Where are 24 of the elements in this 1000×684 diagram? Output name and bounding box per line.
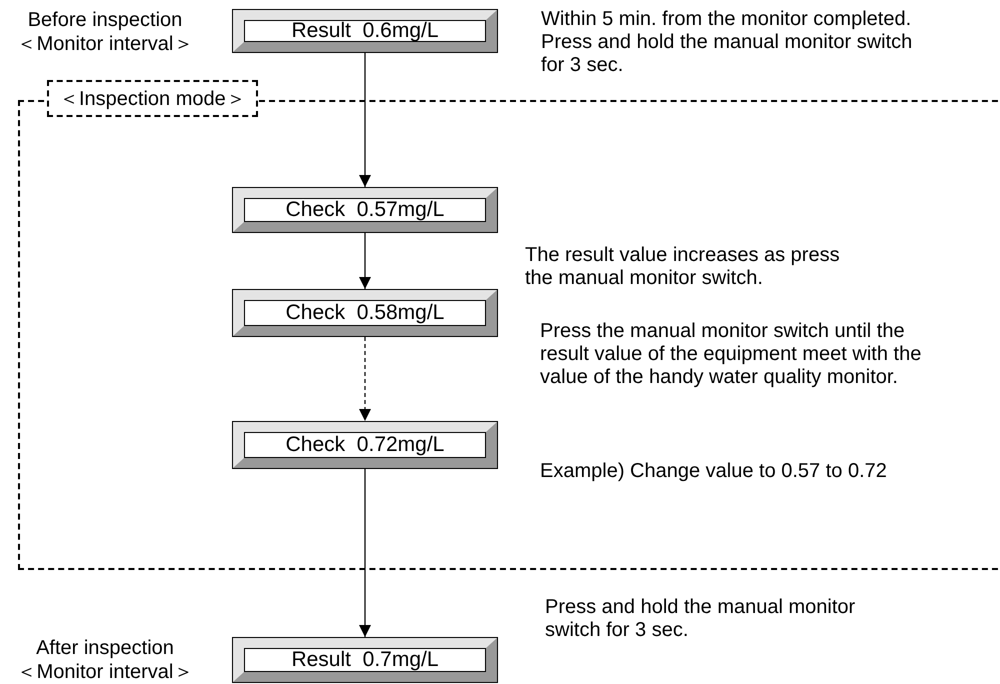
- process-box: [233, 638, 497, 682]
- arrow: [359, 469, 371, 637]
- side-note: ＜Monitor interval＞: [16, 32, 194, 56]
- note-text: Example) Change value to 0.57 to 0.72: [540, 460, 888, 483]
- process-box: [233, 10, 497, 52]
- note-text: Press the manual monitor switch until the result value of the equipment meet with the value of the handy water quality monitor.: [540, 320, 922, 389]
- arrow: [359, 53, 371, 187]
- arrow: [359, 337, 371, 421]
- region-title: ＜Inspection mode＞: [47, 80, 258, 117]
- box-text: Result 0.7mg/L: [291, 648, 439, 672]
- process-box: [233, 290, 497, 336]
- box-text: Result 0.6mg/L: [291, 19, 439, 43]
- side-note: Before inspection: [26, 8, 184, 32]
- box-text: Check 0.58mg/L: [286, 301, 444, 325]
- side-note: ＜Monitor interval＞: [16, 660, 194, 684]
- arrow: [359, 233, 371, 289]
- note-text: Within 5 min. from the monitor completed. Press and hold the manual monitor switch for 3 sec.: [541, 8, 914, 77]
- box-text: Check 0.72mg/L: [286, 433, 444, 457]
- process-box: [233, 188, 497, 232]
- box-text: Check 0.57mg/L: [286, 198, 444, 222]
- note-text: The result value increases as press the manual monitor switch.: [525, 244, 841, 290]
- note-text: Press and hold the manual monitor switch for 3 sec.: [545, 596, 856, 642]
- process-box: [233, 422, 497, 468]
- side-note: After inspection: [35, 636, 175, 660]
